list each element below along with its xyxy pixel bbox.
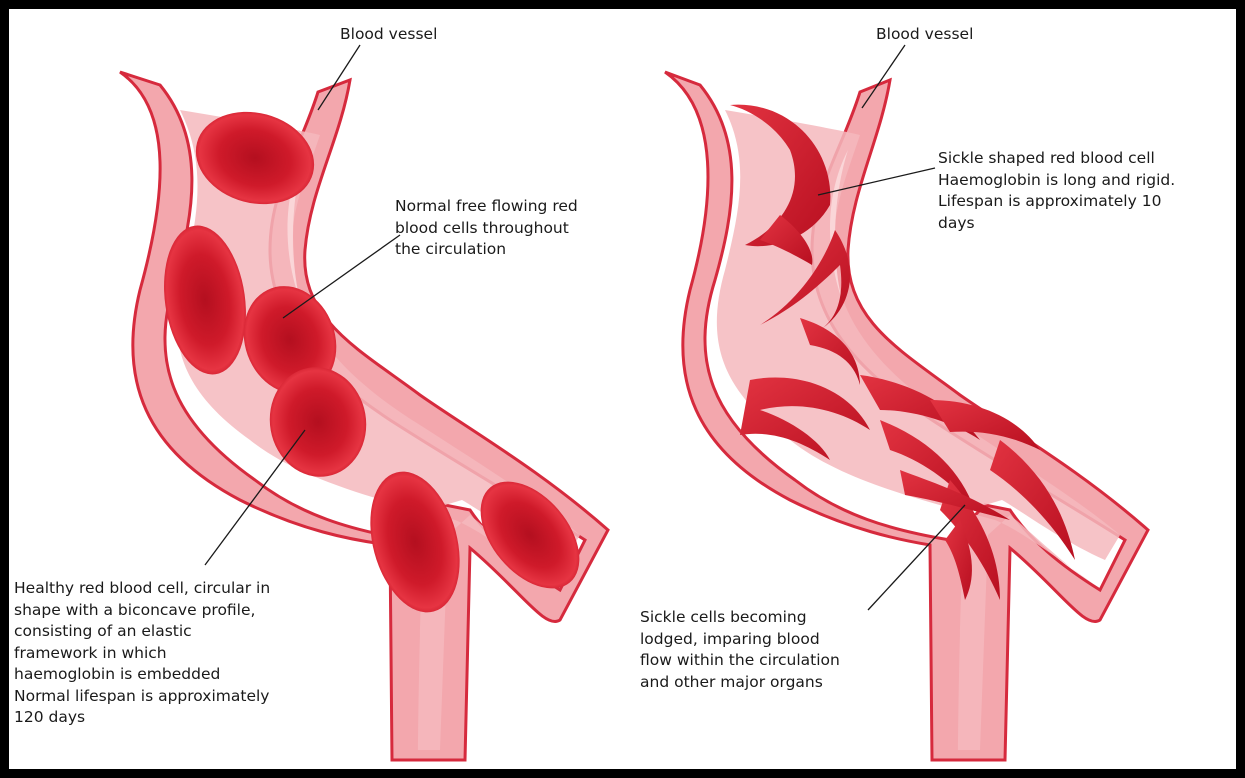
sickle-vessel-label-text: Blood vessel <box>876 24 973 46</box>
lodged-cells-label-line-2: lodged, imparing blood <box>640 629 840 651</box>
healthy-cell-label-line-7: 120 days <box>14 707 270 729</box>
normal-vessel-label: Blood vessel <box>340 24 437 46</box>
sickle-cell-label-line-2: Haemoglobin is long and rigid. <box>938 170 1175 192</box>
lodged-cells-label-line-1: Sickle cells becoming <box>640 607 840 629</box>
normal-flow-label-line-1: Normal free flowing red <box>395 196 578 218</box>
normal-flow-label-line-2: blood cells throughout <box>395 218 578 240</box>
lodged-cells-label-line-4: and other major organs <box>640 672 840 694</box>
healthy-cell-label-line-1: Healthy red blood cell, circular in <box>14 578 270 600</box>
healthy-cell-label-line-5: haemoglobin is embedded <box>14 664 270 686</box>
healthy-cell-label-line-3: consisting of an elastic <box>14 621 270 643</box>
sickle-cell-label: Sickle shaped red blood cell Haemoglobin… <box>938 148 1175 234</box>
healthy-cell-label: Healthy red blood cell, circular in shap… <box>14 578 270 729</box>
normal-rbc-group <box>155 99 599 622</box>
normal-flow-label: Normal free flowing red blood cells thro… <box>395 196 578 261</box>
sickle-cell-label-line-3: Lifespan is approximately 10 <box>938 191 1175 213</box>
normal-vessel-label-text: Blood vessel <box>340 24 437 46</box>
normal-flow-label-line-3: the circulation <box>395 239 578 261</box>
healthy-cell-label-line-4: framework in which <box>14 643 270 665</box>
healthy-cell-label-line-6: Normal lifespan is approximately <box>14 686 270 708</box>
sickle-cell-label-line-1: Sickle shaped red blood cell <box>938 148 1175 170</box>
healthy-cell-label-line-2: shape with a biconcave profile, <box>14 600 270 622</box>
sickle-cell-label-line-4: days <box>938 213 1175 235</box>
lodged-cells-label-line-3: flow within the circulation <box>640 650 840 672</box>
lodged-cells-label: Sickle cells becoming lodged, imparing b… <box>640 607 840 693</box>
sickle-vessel-label: Blood vessel <box>876 24 973 46</box>
